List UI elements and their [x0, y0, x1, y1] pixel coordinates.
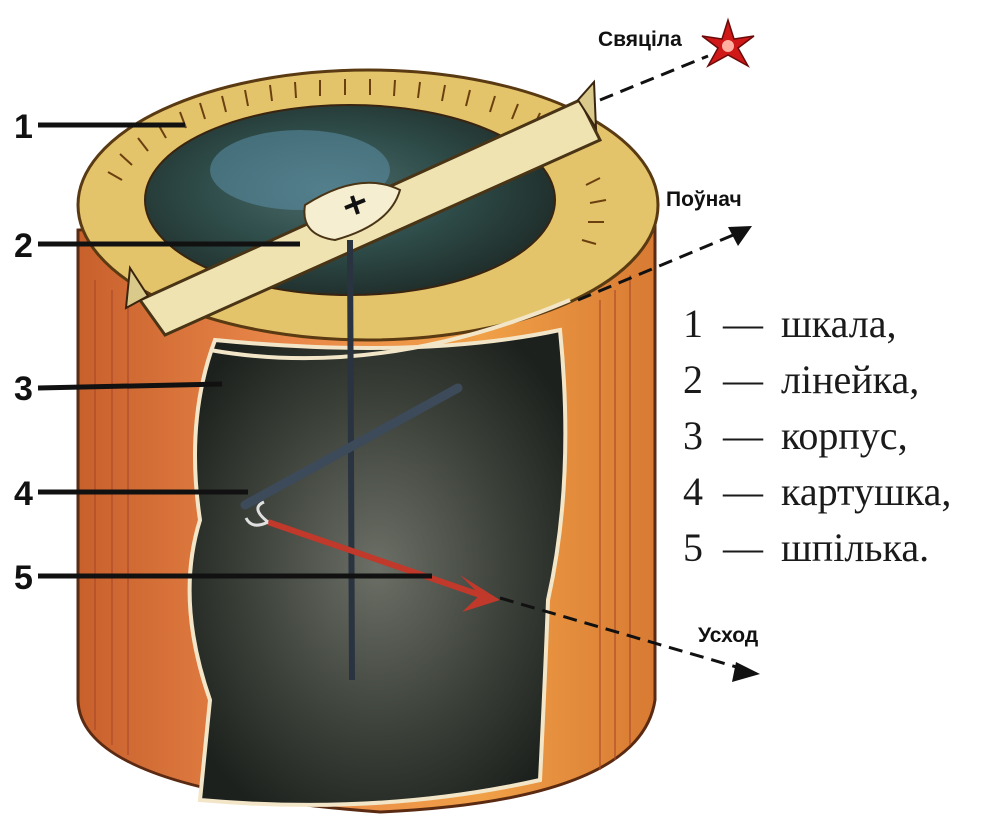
callout-3: 3	[14, 370, 33, 408]
legend-dash: —	[723, 296, 781, 352]
compass-interior	[190, 330, 566, 805]
star-sightline	[600, 56, 708, 100]
legend-num: 4	[683, 464, 723, 520]
legend-item-5: 5—шпілька.	[683, 520, 988, 576]
legend-dash: —	[723, 464, 781, 520]
pin-axis	[350, 240, 352, 680]
legend-dash: —	[723, 352, 781, 408]
callout-4: 4	[14, 475, 33, 513]
label-east: Усход	[698, 624, 758, 647]
legend-num: 1	[683, 296, 723, 352]
legend-item-4: 4—картушка,	[683, 464, 988, 520]
legend-text: шкала,	[781, 301, 896, 346]
legend-num: 2	[683, 352, 723, 408]
callout-1: 1	[14, 108, 33, 146]
legend-num: 5	[683, 520, 723, 576]
legend-item-2: 2—лінейка,	[683, 352, 988, 408]
star-icon	[702, 20, 754, 66]
callout-5: 5	[14, 559, 33, 597]
label-star: Свяціла	[598, 28, 682, 51]
legend-text: шпілька.	[781, 525, 929, 570]
legend-dash: —	[723, 520, 781, 576]
legend-text: картушка,	[781, 469, 951, 514]
legend-text: корпус,	[781, 413, 908, 458]
label-north: Поўнач	[666, 188, 742, 211]
legend-num: 3	[683, 408, 723, 464]
legend-item-3: 3—корпус,	[683, 408, 988, 464]
legend: 1—шкала, 2—лінейка, 3—корпус, 4—картушка…	[683, 296, 988, 576]
legend-item-1: 1—шкала,	[683, 296, 988, 352]
callout-2: 2	[14, 227, 33, 265]
legend-dash: —	[723, 408, 781, 464]
legend-text: лінейка,	[781, 357, 919, 402]
